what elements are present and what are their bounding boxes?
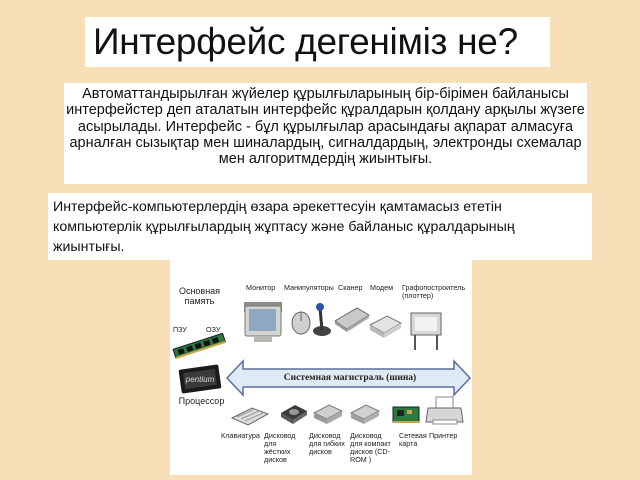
device-label-modem: Модем [370,283,394,292]
chip-logo: pentium [185,375,215,384]
main-memory-label: Основная память [178,286,221,306]
definition-text: Автоматтандырылған жүйелер құрылғыларыны… [66,86,585,168]
slide-title: Интерфейс дегеніміз не? [93,21,518,62]
floppy-drive-icon [312,404,344,424]
processor-chip-icon: pentium [178,364,222,394]
scanner-icon [334,307,370,332]
ram-label: ОЗУ [206,325,221,334]
network-card-icon [392,406,420,423]
keyboard-icon [230,407,270,426]
plotter-icon [410,312,442,350]
title-box: Интерфейс дегеніміз не? [85,17,550,67]
device-label-network-card: Сетевая карта [399,431,427,448]
monitor-icon [244,302,282,342]
system-bus-label: Системная магистраль (шина) [283,373,417,383]
device-label-printer: Принтер [429,431,458,440]
device-label-plotter: Графопостроитель (плоттер) [402,283,466,300]
printer-icon [425,396,464,425]
computer-architecture-diagram: Основная память ПЗУ ОЗУ pentium Процессо… [170,259,472,475]
definition-box-2: Интерфейс-компьютерлердің өзара әрекетте… [48,193,592,260]
rom-label: ПЗУ [173,325,187,334]
processor-label: Процессор [178,396,225,406]
device-label-manipulators: Манипуляторы [284,283,334,292]
device-label-scanner: Сканер [338,283,363,292]
device-label-hard-drive: Дисковод для жёстких дисков [264,431,296,464]
system-bus-arrow [225,359,472,397]
definition-box: Автоматтандырылған жүйелер құрылғыларыны… [64,83,587,184]
definition-text-2: Интерфейс-компьютерлердің өзара әрекетте… [53,199,515,255]
memory-modules-icon [172,333,226,359]
hard-drive-icon [281,405,307,424]
device-label-keyboard: Клавиатура [221,431,260,440]
cd-rom-icon [349,404,381,424]
device-label-cd-rom: Дисковод для компакт дисков (CD-ROM ) [350,431,391,464]
device-label-monitor: Монитор [246,283,276,292]
device-label-floppy-drive: Дисковод для гибких дисков [309,431,345,456]
modem-icon [368,315,403,338]
mouse-joystick-icon [291,303,331,336]
